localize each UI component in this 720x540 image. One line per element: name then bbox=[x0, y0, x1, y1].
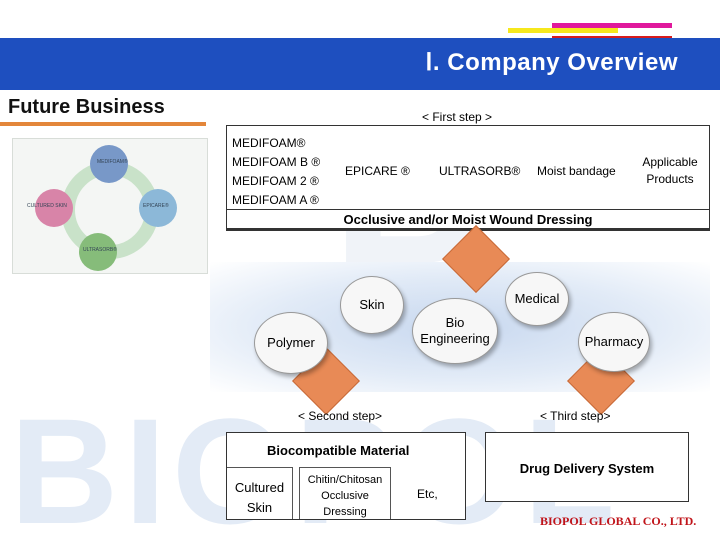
core-polymer: Polymer bbox=[254, 312, 328, 374]
first-step-caption: Occlusive and/or Moist Wound Dressing bbox=[343, 212, 593, 227]
cycle-node-ultrasorb bbox=[79, 233, 117, 271]
cultured-line: Skin bbox=[246, 500, 273, 515]
third-step-box: Drug Delivery System bbox=[485, 432, 689, 502]
medifoam-item: MEDIFOAM® bbox=[232, 136, 306, 150]
applicable-line: Products bbox=[646, 172, 694, 186]
core-pharmacy: Pharmacy bbox=[578, 312, 650, 372]
cultured-line: Cultured bbox=[234, 480, 285, 495]
applicable-line: Applicable bbox=[642, 155, 698, 169]
third-step-title: Drug Delivery System bbox=[519, 461, 655, 476]
first-step-box: MEDIFOAM® MEDIFOAM B ® MEDIFOAM 2 ® MEDI… bbox=[226, 125, 710, 231]
third-step-label: < Third step> bbox=[540, 409, 611, 423]
core-medical: Medical bbox=[505, 272, 569, 326]
etc-label: Etc, bbox=[417, 487, 438, 501]
page-title: Ⅰ. Company Overview bbox=[425, 49, 678, 76]
section-title: Future Business bbox=[8, 96, 165, 118]
chitin-line: Occlusive bbox=[321, 490, 369, 502]
product-cycle-thumbnail: MEDIFOAM® EPICARE® CULTURED SKIN ULTRASO… bbox=[12, 138, 208, 274]
cycle-label-cultured-skin: CULTURED SKIN bbox=[27, 203, 67, 209]
medifoam-item: MEDIFOAM 2 ® bbox=[232, 174, 319, 188]
box-divider bbox=[227, 209, 709, 210]
title-banner: Ⅰ. Company Overview bbox=[0, 38, 720, 90]
second-step-label: < Second step> bbox=[298, 409, 383, 423]
section-underline bbox=[0, 122, 206, 126]
medifoam-item: MEDIFOAM B ® bbox=[232, 155, 321, 169]
product-epicare: EPICARE ® bbox=[345, 164, 410, 178]
chitin-dressing-cell: Chitin/Chitosan Occlusive Dressing bbox=[299, 467, 391, 519]
cultured-skin-cell: Cultured Skin bbox=[227, 467, 293, 519]
decor-stripe-yellow bbox=[508, 28, 618, 33]
chitin-line: Dressing bbox=[323, 506, 367, 518]
cycle-label-medifoam: MEDIFOAM® bbox=[97, 159, 128, 165]
cycle-label-ultrasorb: ULTRASORB® bbox=[83, 247, 117, 253]
first-step-label: < First step > bbox=[422, 110, 493, 124]
chitin-line: Chitin/Chitosan bbox=[307, 474, 383, 486]
cycle-label-epicare: EPICARE® bbox=[143, 203, 169, 209]
medifoam-list: MEDIFOAM® MEDIFOAM B ® MEDIFOAM 2 ® MEDI… bbox=[232, 134, 320, 210]
bio-line: Bio bbox=[445, 315, 465, 330]
cycle-node-medifoam bbox=[90, 145, 128, 183]
decor-stripe-magenta bbox=[552, 23, 672, 28]
product-moist-bandage: Moist bandage bbox=[537, 164, 616, 178]
product-ultrasorb: ULTRASORB® bbox=[439, 164, 521, 178]
cycle-node-cultured-skin bbox=[35, 189, 73, 227]
bio-line: Engineering bbox=[420, 331, 490, 346]
second-step-title: Biocompatible Material bbox=[267, 443, 410, 458]
cycle-node-epicare bbox=[139, 189, 177, 227]
medifoam-item: MEDIFOAM A ® bbox=[232, 193, 319, 207]
applicable-products-label: Applicable Products bbox=[637, 154, 703, 188]
company-footer: BIOPOL GLOBAL CO., LTD. bbox=[540, 514, 697, 528]
second-step-box: Biocompatible Material Cultured Skin Chi… bbox=[226, 432, 466, 520]
core-bio-engineering: Bio Engineering bbox=[412, 298, 498, 364]
core-skin: Skin bbox=[340, 276, 404, 334]
